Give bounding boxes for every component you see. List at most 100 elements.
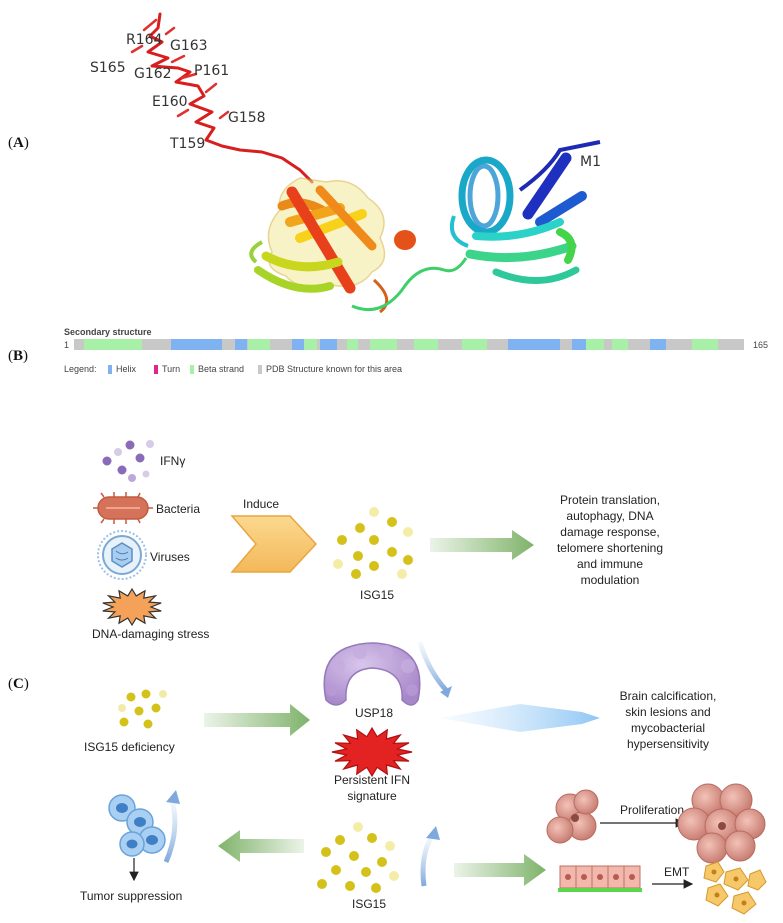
isg15-dot <box>369 535 379 545</box>
c-terminal-tail <box>130 12 314 184</box>
arrow-to-cancer-effects <box>454 854 546 886</box>
secondary-structure-legend: Helix Turn Beta strand PDB Structure known … <box>108 364 402 374</box>
legend-swatch <box>154 365 158 374</box>
isg15-dot <box>349 851 359 861</box>
bacteria-label: Bacteria <box>156 502 200 516</box>
outcome-line: skin lesions and <box>625 705 710 719</box>
isg15-dot <box>389 871 399 881</box>
emt-label: EMT <box>664 865 690 879</box>
ss-segment-helix <box>572 339 586 350</box>
isg15-dot <box>353 551 363 561</box>
residue-label: G162 <box>134 66 172 82</box>
ss-segment-strand <box>612 339 628 350</box>
isg15-label-bottom: ISG15 <box>352 897 386 911</box>
ss-segment-strand <box>462 339 487 350</box>
curved-arrow-up-left <box>163 799 178 864</box>
ss-segment-strand <box>347 339 358 350</box>
legend-item: PDB Structure known for this area <box>266 364 402 374</box>
tumor-cell-cluster-large-icon <box>677 783 766 864</box>
isg15-dot <box>337 535 347 545</box>
arrow-to-outcome <box>440 704 600 732</box>
isg15-label-top: ISG15 <box>360 588 394 602</box>
isg15-dot <box>331 865 341 875</box>
left-domain <box>249 177 416 314</box>
virus-icon <box>97 530 147 580</box>
ifn-signature-line: signature <box>347 789 397 803</box>
ss-segment-strand <box>586 339 604 350</box>
isg15-dot <box>387 547 397 557</box>
functions-line: autophagy, DNA <box>566 509 653 523</box>
proliferation-label: Proliferation <box>620 803 684 817</box>
legend-item: Helix <box>116 364 137 374</box>
isg15-dot <box>351 569 361 579</box>
viruses-label: Viruses <box>150 550 190 564</box>
isg15-dot <box>377 857 387 867</box>
isg15-dot <box>403 555 413 565</box>
isg15-dot <box>403 527 413 537</box>
curved-arrow-up-right <box>420 834 435 887</box>
legend-item: Turn <box>162 364 180 374</box>
induce-chevron <box>230 515 318 573</box>
isg15-dot <box>397 569 407 579</box>
ss-segment-strand <box>370 339 397 350</box>
panel-c-letter: C <box>13 676 24 692</box>
isg15-dot <box>321 847 331 857</box>
burst-shape <box>102 587 162 627</box>
ifn-signature-burst-icon <box>331 726 413 778</box>
residue-label: G163 <box>170 38 208 54</box>
isg15-dot <box>353 822 363 832</box>
legend-swatch <box>108 365 112 374</box>
isg15-dot <box>361 867 371 877</box>
secondary-structure-track <box>74 339 744 350</box>
legend-swatch <box>258 365 262 374</box>
curved-arrow-up-left-head <box>166 790 180 804</box>
residue-label: M1 <box>580 154 601 170</box>
bacteria-icon <box>93 492 153 524</box>
isg15-dots-bottom <box>317 822 399 893</box>
residue-label: T159 <box>169 136 205 152</box>
usp18-icon <box>323 642 421 706</box>
residue-label: G158 <box>228 110 266 126</box>
arrow-to-functions <box>430 530 534 560</box>
burst-shape <box>331 726 413 778</box>
panel-b-letter: B <box>13 348 23 364</box>
functions-line: modulation <box>581 573 640 587</box>
epithelial-cells-icon <box>558 865 642 892</box>
legend-item: Beta strand <box>198 364 244 374</box>
dna-stress-label: DNA-damaging stress <box>92 627 209 641</box>
outcome-line: mycobacterial <box>631 721 705 735</box>
outcome-text: Brain calcification, skin lesions and my… <box>620 689 717 751</box>
curved-arrow-up-right-head <box>426 826 440 840</box>
ss-segment-strand <box>304 339 317 350</box>
functions-line: telomere shortening <box>557 541 663 555</box>
isg15-dot <box>369 507 379 517</box>
functions-line: damage response, <box>560 525 659 539</box>
panel-b: (B) Secondary structure 1 165 Legend: He… <box>8 327 768 374</box>
ss-segment-strand <box>84 339 142 350</box>
functions-text: Protein translation, autophagy, DNA dama… <box>557 493 663 587</box>
arrow-to-usp18 <box>204 704 310 736</box>
residue-label: P161 <box>194 63 229 79</box>
ss-end-label: 165 <box>753 340 768 350</box>
ss-segment-coil <box>74 339 744 350</box>
isg15-dot <box>387 517 397 527</box>
legend-label: Legend: <box>64 364 97 374</box>
isg15-dot <box>355 523 365 533</box>
panel-c-label: (C) <box>8 676 29 692</box>
ss-segment-helix <box>320 339 337 350</box>
tumor-suppression-label: Tumor suppression <box>80 889 182 903</box>
curved-arrow-down <box>417 641 448 692</box>
panel-b-label: (B) <box>8 348 28 364</box>
isg15-deficiency-dots <box>118 689 167 729</box>
ss-segment-strand <box>414 339 438 350</box>
dna-stress-burst-icon <box>102 587 162 627</box>
isg15-dot <box>333 559 343 569</box>
panel-a: (A) <box>8 12 601 314</box>
residue-label: R164 <box>126 32 163 48</box>
isg15-dot <box>385 841 395 851</box>
outcome-line: Brain calcification, <box>620 689 717 703</box>
ss-start-label: 1 <box>64 340 69 350</box>
legend-swatch <box>190 365 194 374</box>
ss-segment-helix <box>235 339 247 350</box>
ifn-gamma-icon <box>102 440 154 482</box>
